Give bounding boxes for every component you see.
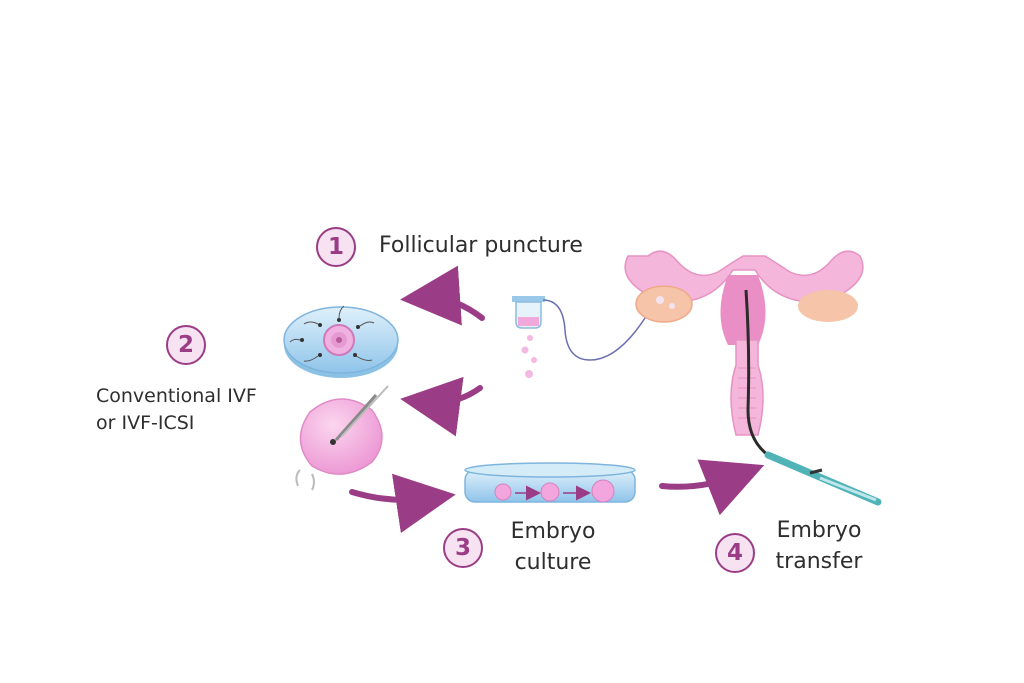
uterus-illustration	[624, 250, 864, 457]
step-4-badge: 4	[715, 533, 755, 573]
process-arrows	[349, 265, 765, 534]
culture-dish	[464, 462, 636, 503]
step-2-label: Conventional IVF or IVF-ICSI	[96, 385, 257, 434]
petri-dish-fertilization	[283, 305, 399, 378]
step-3-label: Embryo culture	[510, 519, 596, 575]
icsi-egg	[295, 385, 389, 491]
step-3-badge: 3	[443, 528, 483, 568]
arrow-fertilization-to-culture	[349, 473, 456, 534]
step-1-badge: 1	[316, 227, 356, 267]
arrow-puncture-to-icsi	[400, 376, 483, 437]
transfer-catheter	[764, 451, 882, 506]
step-2-badge: 2	[166, 325, 206, 365]
step-4-label: Embryo transfer	[775, 518, 863, 574]
collection-tube	[512, 296, 651, 378]
arrow-puncture-to-dish	[400, 265, 485, 326]
step-1-label: Follicular puncture	[379, 233, 583, 258]
arrow-culture-to-transfer	[659, 459, 765, 516]
